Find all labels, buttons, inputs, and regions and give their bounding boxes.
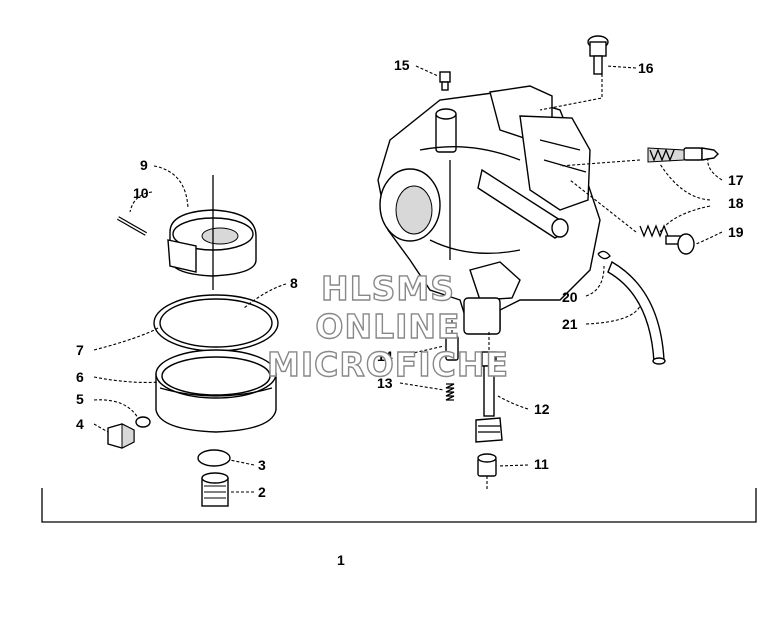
part-3-o-ring xyxy=(197,449,231,467)
part-20-clip xyxy=(597,250,611,260)
callout-6: 6 xyxy=(76,369,84,385)
part-18-springs xyxy=(639,148,675,238)
part-9-float xyxy=(167,175,257,290)
watermark-line-1: HLSMS xyxy=(321,269,455,308)
callout-5: 5 xyxy=(76,391,84,407)
callout-2: 2 xyxy=(258,484,266,500)
leader-needle-body xyxy=(559,159,641,233)
callout-8: 8 xyxy=(290,275,298,291)
part-2-bowl-nut xyxy=(201,472,229,507)
part-12-emulsion-tube xyxy=(475,351,503,443)
callout-1: 1 xyxy=(337,552,345,568)
watermark-line-2: ONLINE xyxy=(315,307,460,346)
part-7-gasket xyxy=(153,294,279,352)
callout-4: 4 xyxy=(76,416,84,432)
part-14-pilot-jet xyxy=(445,320,459,361)
part-6-float-bowl xyxy=(155,349,277,433)
callout-20: 20 xyxy=(562,289,578,305)
part-21-hose xyxy=(607,260,666,365)
callout-16: 16 xyxy=(638,60,654,76)
callout-13: 13 xyxy=(377,375,393,391)
callout-17: 17 xyxy=(728,172,744,188)
callout-3: 3 xyxy=(258,457,266,473)
callout-11: 11 xyxy=(534,456,549,472)
callout-21: 21 xyxy=(562,316,578,332)
watermark: HLSMS ONLINE MICROFICHE xyxy=(266,268,509,384)
part-15-screw xyxy=(439,71,451,91)
callout-12: 12 xyxy=(534,401,550,417)
part-carburetor-body xyxy=(377,85,601,335)
callout-10: 10 xyxy=(133,185,149,201)
part-13-spring xyxy=(445,383,455,401)
part-16-idle-screw xyxy=(539,35,609,111)
part-10-pin xyxy=(117,216,147,236)
assembly-bracket xyxy=(41,488,757,523)
callout-7: 7 xyxy=(76,342,84,358)
callout-19: 19 xyxy=(728,224,744,240)
leader-lines xyxy=(93,65,723,493)
callout-9: 9 xyxy=(140,157,148,173)
watermark-line-3: MICROFICHE xyxy=(267,345,509,384)
part-11-main-jet xyxy=(477,453,497,490)
callout-18: 18 xyxy=(728,195,744,211)
callout-15: 15 xyxy=(394,57,410,73)
part-5-washer xyxy=(135,416,151,428)
part-4-drain-screw xyxy=(107,423,135,449)
callout-14: 14 xyxy=(377,348,393,364)
part-19-screw xyxy=(665,233,695,255)
